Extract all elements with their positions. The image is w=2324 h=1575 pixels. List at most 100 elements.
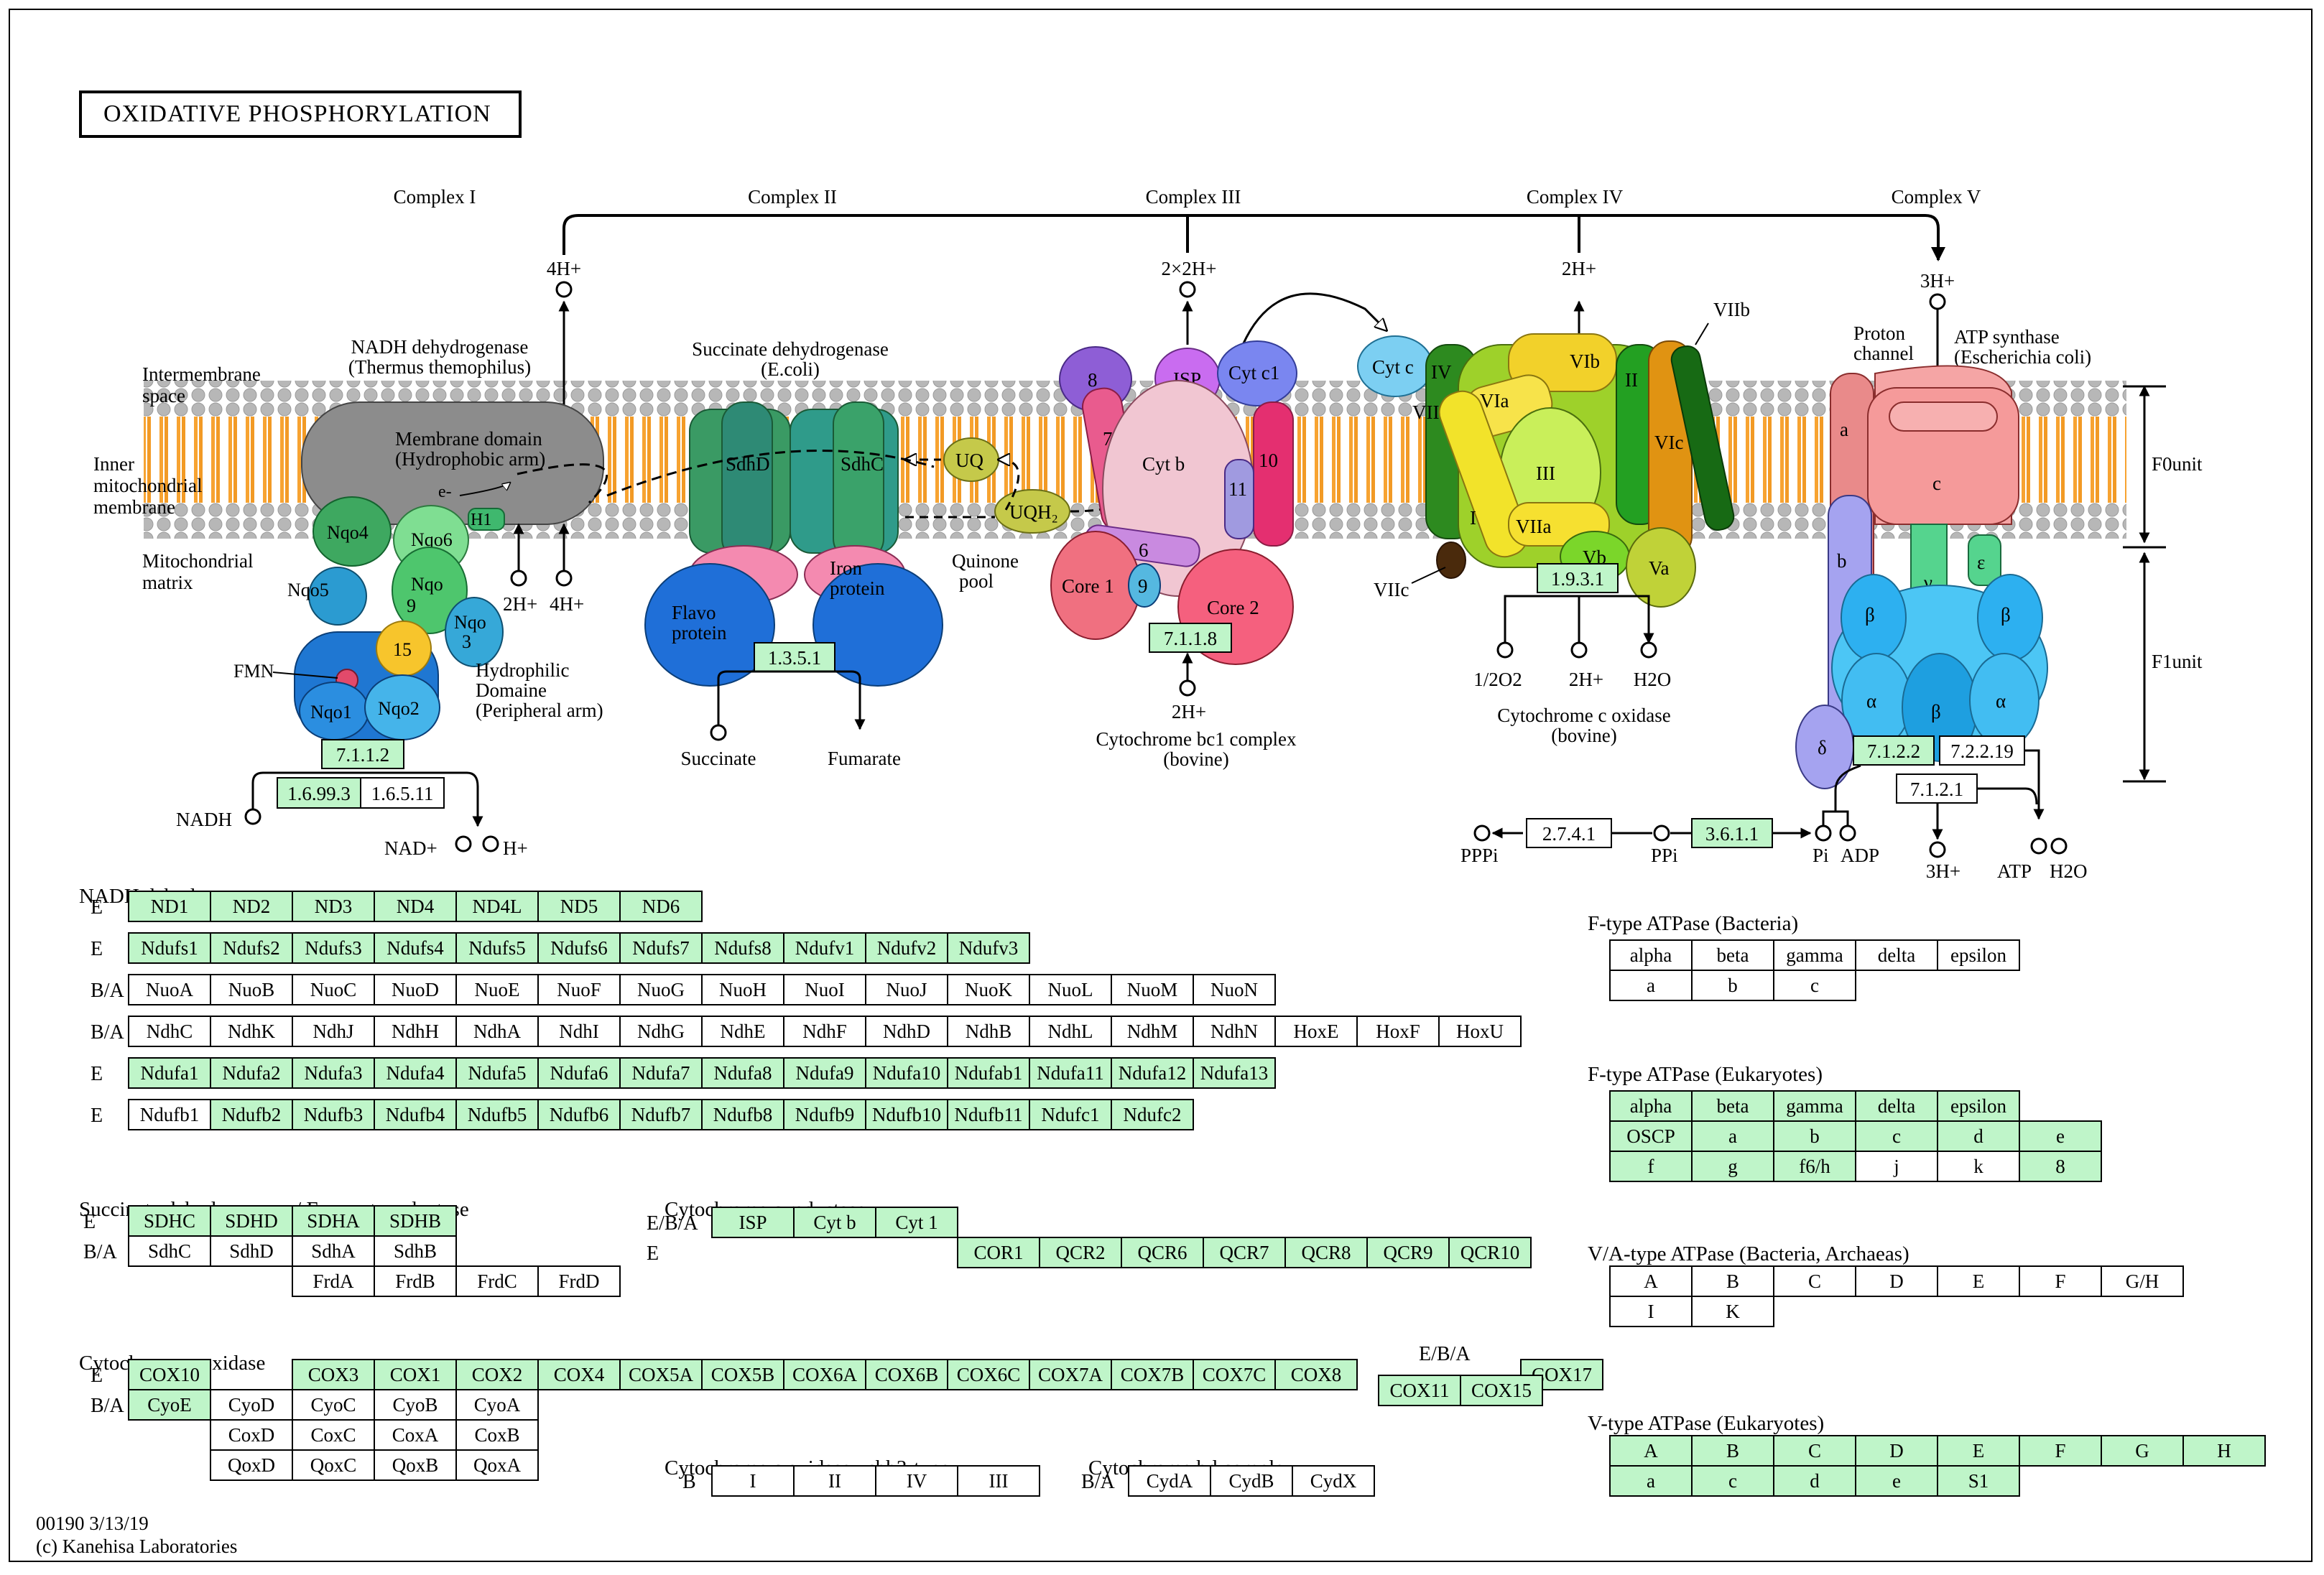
gene-box[interactable]: I <box>711 1465 795 1497</box>
gene-box[interactable]: F <box>2019 1435 2102 1467</box>
gene-box[interactable]: A <box>1609 1435 1693 1467</box>
gene-box[interactable]: CyoD <box>210 1389 293 1421</box>
gene-box[interactable]: Ndufa7 <box>619 1057 703 1089</box>
gene-box[interactable]: Ndufs6 <box>537 932 621 964</box>
gene-box[interactable]: NdhA <box>455 1016 539 1047</box>
gene-box[interactable]: a <box>1609 970 1693 1001</box>
gene-box[interactable]: gamma <box>1773 1090 1856 1122</box>
gene-box[interactable]: NdhM <box>1111 1016 1194 1047</box>
gene-box[interactable]: C <box>1773 1265 1856 1297</box>
gene-box[interactable]: HoxU <box>1438 1016 1522 1047</box>
gene-box[interactable]: I <box>1609 1296 1693 1327</box>
gene-box[interactable]: Ndufb1 <box>128 1099 211 1130</box>
gene-box[interactable]: COX11 <box>1378 1375 1461 1406</box>
gene-box[interactable]: SDHA <box>292 1205 375 1237</box>
gene-box[interactable]: Ndufs8 <box>701 932 784 964</box>
gene-box[interactable]: QoxB <box>374 1449 457 1481</box>
gene-box[interactable]: NuoA <box>128 974 211 1005</box>
gene-box[interactable]: Ndufab1 <box>947 1057 1030 1089</box>
gene-box[interactable]: COX1 <box>374 1359 457 1390</box>
gene-box[interactable]: F <box>2019 1265 2102 1297</box>
gene-box[interactable]: Ndufb4 <box>374 1099 457 1130</box>
gene-box[interactable]: D <box>1855 1265 1938 1297</box>
gene-box[interactable]: alpha <box>1609 939 1693 971</box>
gene-box[interactable]: Ndufs5 <box>455 932 539 964</box>
gene-box[interactable]: delta <box>1855 1090 1938 1122</box>
gene-box[interactable]: II <box>793 1465 876 1497</box>
gene-box[interactable]: Ndufa4 <box>374 1057 457 1089</box>
gene-box[interactable]: d <box>1773 1465 1856 1497</box>
gene-box[interactable]: Ndufb10 <box>865 1099 948 1130</box>
gene-box[interactable]: c <box>1773 970 1856 1001</box>
gene-box[interactable]: COX4 <box>537 1359 621 1390</box>
gene-box[interactable]: QoxA <box>455 1449 539 1481</box>
gene-box[interactable]: ND2 <box>210 891 293 922</box>
gene-box[interactable]: j <box>1855 1151 1938 1182</box>
gene-box[interactable]: Ndufs1 <box>128 932 211 964</box>
gene-box[interactable]: epsilon <box>1937 1090 2020 1122</box>
gene-box[interactable]: beta <box>1691 939 1774 971</box>
gene-box[interactable]: SDHC <box>128 1205 211 1237</box>
gene-box[interactable]: COX6C <box>947 1359 1030 1390</box>
gene-box[interactable]: COX5A <box>619 1359 703 1390</box>
gene-box[interactable]: Cyt b <box>793 1207 876 1238</box>
gene-box[interactable]: COR1 <box>957 1237 1040 1268</box>
gene-box[interactable]: Ndufa9 <box>783 1057 866 1089</box>
gene-box[interactable]: NdhC <box>128 1016 211 1047</box>
gene-box[interactable]: b <box>1773 1120 1856 1152</box>
gene-box[interactable]: alpha <box>1609 1090 1693 1122</box>
gene-box[interactable]: K <box>1691 1296 1774 1327</box>
gene-box[interactable]: Ndufs2 <box>210 932 293 964</box>
gene-box[interactable]: Ndufa6 <box>537 1057 621 1089</box>
gene-box[interactable]: IV <box>875 1465 958 1497</box>
gene-box[interactable]: NdhL <box>1029 1016 1112 1047</box>
gene-box[interactable]: gamma <box>1773 939 1856 971</box>
gene-box[interactable]: SdhB <box>374 1235 457 1267</box>
gene-box[interactable]: Ndufa11 <box>1029 1057 1112 1089</box>
gene-box[interactable]: f <box>1609 1151 1693 1182</box>
gene-box[interactable]: ISP <box>711 1207 795 1238</box>
gene-box[interactable]: Ndufv3 <box>947 932 1030 964</box>
gene-box[interactable]: Cyt 1 <box>875 1207 958 1238</box>
gene-box[interactable]: Ndufa3 <box>292 1057 375 1089</box>
gene-box[interactable]: NdhE <box>701 1016 784 1047</box>
gene-box[interactable]: COX6B <box>865 1359 948 1390</box>
gene-box[interactable]: CyoA <box>455 1389 539 1421</box>
gene-box[interactable]: NuoE <box>455 974 539 1005</box>
gene-box[interactable]: Ndufb3 <box>292 1099 375 1130</box>
gene-box[interactable]: B <box>1691 1435 1774 1467</box>
gene-box[interactable]: III <box>957 1465 1040 1497</box>
gene-box[interactable]: e <box>1855 1465 1938 1497</box>
gene-box[interactable]: Ndufs4 <box>374 932 457 964</box>
gene-box[interactable]: D <box>1855 1435 1938 1467</box>
gene-box[interactable]: E <box>1937 1265 2020 1297</box>
gene-box[interactable]: QCR7 <box>1203 1237 1286 1268</box>
gene-box[interactable]: CydA <box>1128 1465 1211 1497</box>
gene-box[interactable]: Ndufb9 <box>783 1099 866 1130</box>
gene-box[interactable]: COX15 <box>1460 1375 1543 1406</box>
gene-box[interactable]: a <box>1691 1120 1774 1152</box>
gene-box[interactable]: S1 <box>1937 1465 2020 1497</box>
gene-box[interactable]: Ndufa2 <box>210 1057 293 1089</box>
gene-box[interactable]: Ndufb2 <box>210 1099 293 1130</box>
gene-box[interactable]: NdhG <box>619 1016 703 1047</box>
gene-box[interactable]: Ndufc2 <box>1111 1099 1194 1130</box>
gene-box[interactable]: NuoI <box>783 974 866 1005</box>
gene-box[interactable]: ND4L <box>455 891 539 922</box>
gene-box[interactable]: COX7A <box>1029 1359 1112 1390</box>
gene-box[interactable]: QCR8 <box>1284 1237 1368 1268</box>
gene-box[interactable]: g <box>1691 1151 1774 1182</box>
gene-box[interactable]: HoxF <box>1356 1016 1440 1047</box>
gene-box[interactable]: Ndufa5 <box>455 1057 539 1089</box>
gene-box[interactable]: NuoM <box>1111 974 1194 1005</box>
gene-box[interactable]: H <box>2182 1435 2266 1467</box>
gene-box[interactable]: COX7C <box>1193 1359 1276 1390</box>
gene-box[interactable]: A <box>1609 1265 1693 1297</box>
gene-box[interactable]: ND4 <box>374 891 457 922</box>
gene-box[interactable]: b <box>1691 970 1774 1001</box>
gene-box[interactable]: QCR10 <box>1448 1237 1532 1268</box>
gene-box[interactable]: NuoL <box>1029 974 1112 1005</box>
gene-box[interactable]: CyoE <box>128 1389 211 1421</box>
gene-box[interactable]: COX5B <box>701 1359 784 1390</box>
gene-box[interactable]: FrdB <box>374 1265 457 1297</box>
